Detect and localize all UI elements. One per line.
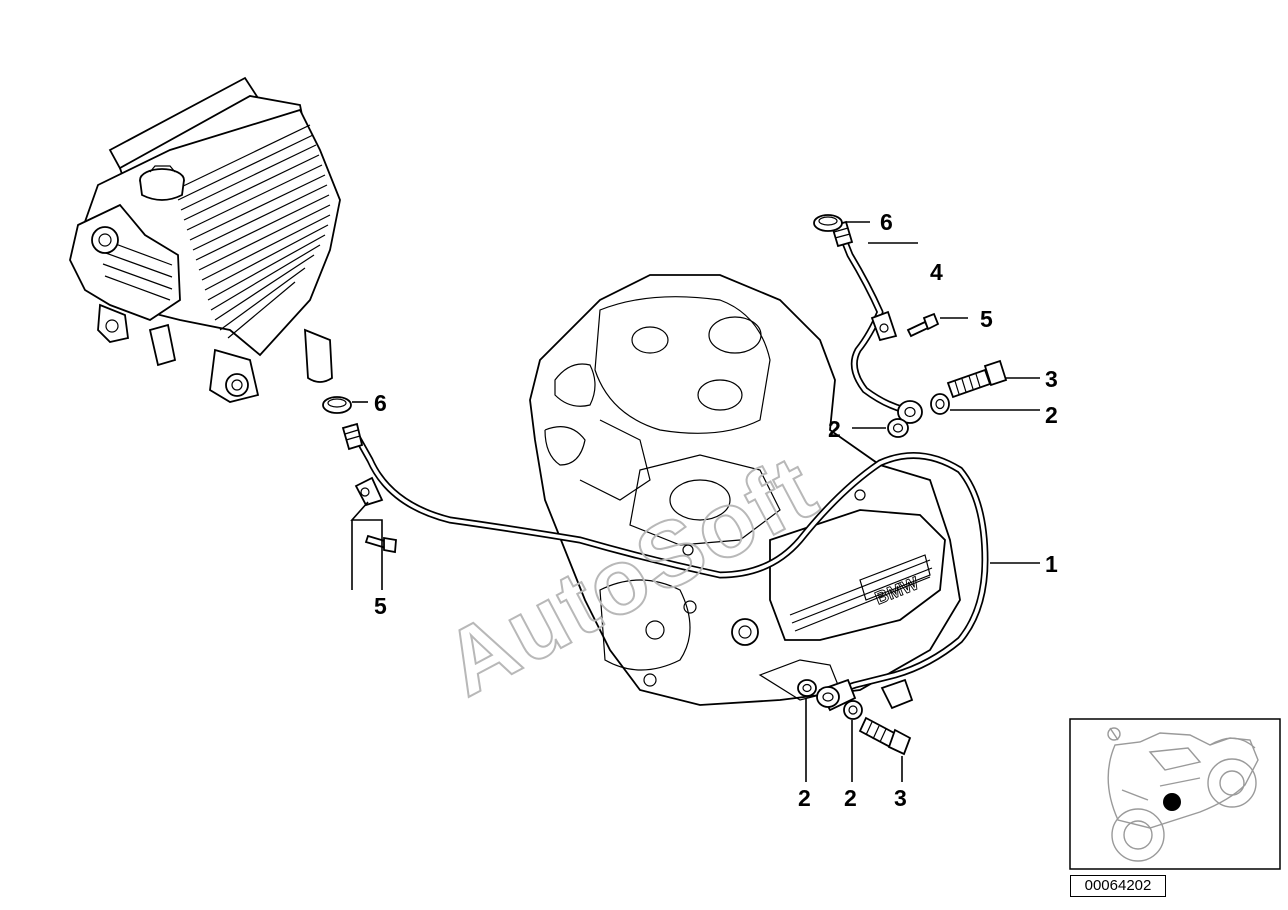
callout-4: 4	[930, 259, 943, 285]
oil-cooler	[69, 76, 341, 403]
callout-2-left: 2	[828, 416, 841, 442]
callout-2-bottom-b: 2	[844, 785, 857, 811]
seal-ring-d	[843, 700, 863, 720]
diagram-id-label: 00064202	[1070, 875, 1166, 897]
callout-5-upper: 5	[980, 306, 993, 332]
callout-5-lower: 5	[374, 593, 387, 619]
location-marker	[1163, 793, 1181, 811]
banjo-bolt-lower	[858, 716, 912, 756]
motorcycle-outline-icon	[1107, 727, 1259, 862]
seal-ring-a	[887, 418, 909, 438]
callout-3-lower: 3	[894, 785, 907, 811]
seal-ring-b	[930, 393, 950, 415]
engine-block: BMW	[529, 274, 961, 706]
callout-2-right: 2	[1045, 402, 1058, 428]
bolt-upper	[906, 312, 940, 338]
oil-line-4	[830, 220, 923, 424]
banjo-bolt-upper	[946, 359, 1008, 399]
seal-ring-c	[797, 679, 817, 697]
leader-lines	[350, 221, 1040, 782]
hose-clamp-lower	[322, 396, 352, 414]
locator-inset	[1069, 718, 1281, 870]
callout-2-bottom-a: 2	[798, 785, 811, 811]
oil-line-1	[341, 422, 989, 712]
callout-6-lower: 6	[374, 390, 387, 416]
callout-3-upper: 3	[1045, 366, 1058, 392]
bolt-lower	[364, 534, 397, 554]
hose-clamp-upper	[813, 214, 843, 232]
callout-6-upper: 6	[880, 209, 893, 235]
callout-1: 1	[1045, 551, 1058, 577]
